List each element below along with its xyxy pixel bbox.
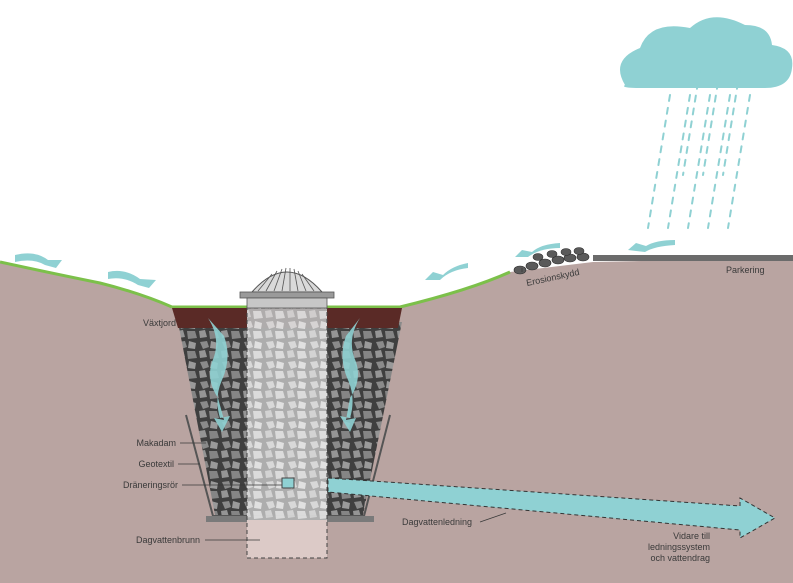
- grass-right-slope: [399, 270, 511, 309]
- infiltration-arrow-right: [340, 318, 360, 432]
- rain-cloud: [620, 17, 793, 88]
- runoff-arrows: [15, 240, 675, 288]
- rain-drops: [647, 69, 751, 229]
- label-geotextil: Geotextil: [138, 459, 174, 469]
- label-vidare-line1: Vidare till: [673, 531, 710, 541]
- parking-surface: [593, 255, 793, 261]
- erosion-stones: [513, 247, 590, 275]
- label-vidare-line3: och vattendrag: [650, 553, 710, 563]
- infiltration-arrow-left: [208, 318, 230, 432]
- label-dagvattenbrunn: Dagvattenbrunn: [136, 535, 200, 545]
- label-draneringsror: Dräneringsrör: [123, 480, 178, 490]
- well-outline: [246, 307, 328, 559]
- label-parkering: Parkering: [726, 265, 765, 275]
- outflow-pipe: [327, 477, 777, 539]
- drain-pipe: [281, 477, 295, 489]
- label-dagvattenledning: Dagvattenledning: [402, 517, 472, 527]
- label-makadam: Makadam: [136, 438, 176, 448]
- leader-lines: [178, 268, 523, 541]
- label-vidare-line2: ledningssystem: [648, 542, 710, 552]
- label-vaxtjord: Växtjord: [143, 318, 176, 328]
- well-dome-grate: [239, 267, 335, 309]
- grass-left-slope: [0, 260, 173, 309]
- well-below: [247, 520, 327, 558]
